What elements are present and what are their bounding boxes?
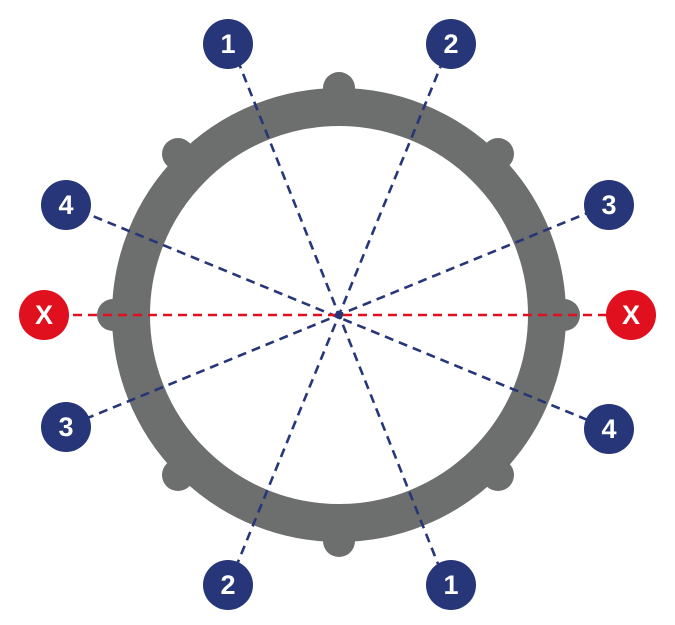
badge-line-2-bottom: 2: [203, 560, 253, 610]
badge-label: 4: [58, 190, 73, 220]
badge-line-x-right: X: [606, 290, 656, 340]
badge-line-4-left: 4: [41, 180, 91, 230]
badge-label: 1: [443, 570, 458, 600]
badge-label: X: [35, 300, 53, 330]
badge-line-3-right: 3: [584, 180, 634, 230]
badge-line-1-top: 1: [203, 19, 253, 69]
badge-line-4-right: 4: [584, 404, 634, 454]
badge-label: 3: [58, 412, 73, 442]
badge-line-2-top: 2: [426, 19, 476, 69]
badge-label: 2: [443, 29, 458, 59]
badge-line-x-left: X: [19, 290, 69, 340]
badge-label: 3: [601, 190, 616, 220]
badge-line-1-bottom: 1: [426, 560, 476, 610]
badge-label: 4: [601, 414, 616, 444]
badge-label: 1: [220, 29, 235, 59]
badge-label: X: [622, 300, 640, 330]
center-point: [335, 311, 343, 319]
badges: 1 2 3 4 X X 3 4: [19, 19, 656, 610]
badge-label: 2: [220, 570, 235, 600]
badge-line-3-left: 3: [41, 402, 91, 452]
